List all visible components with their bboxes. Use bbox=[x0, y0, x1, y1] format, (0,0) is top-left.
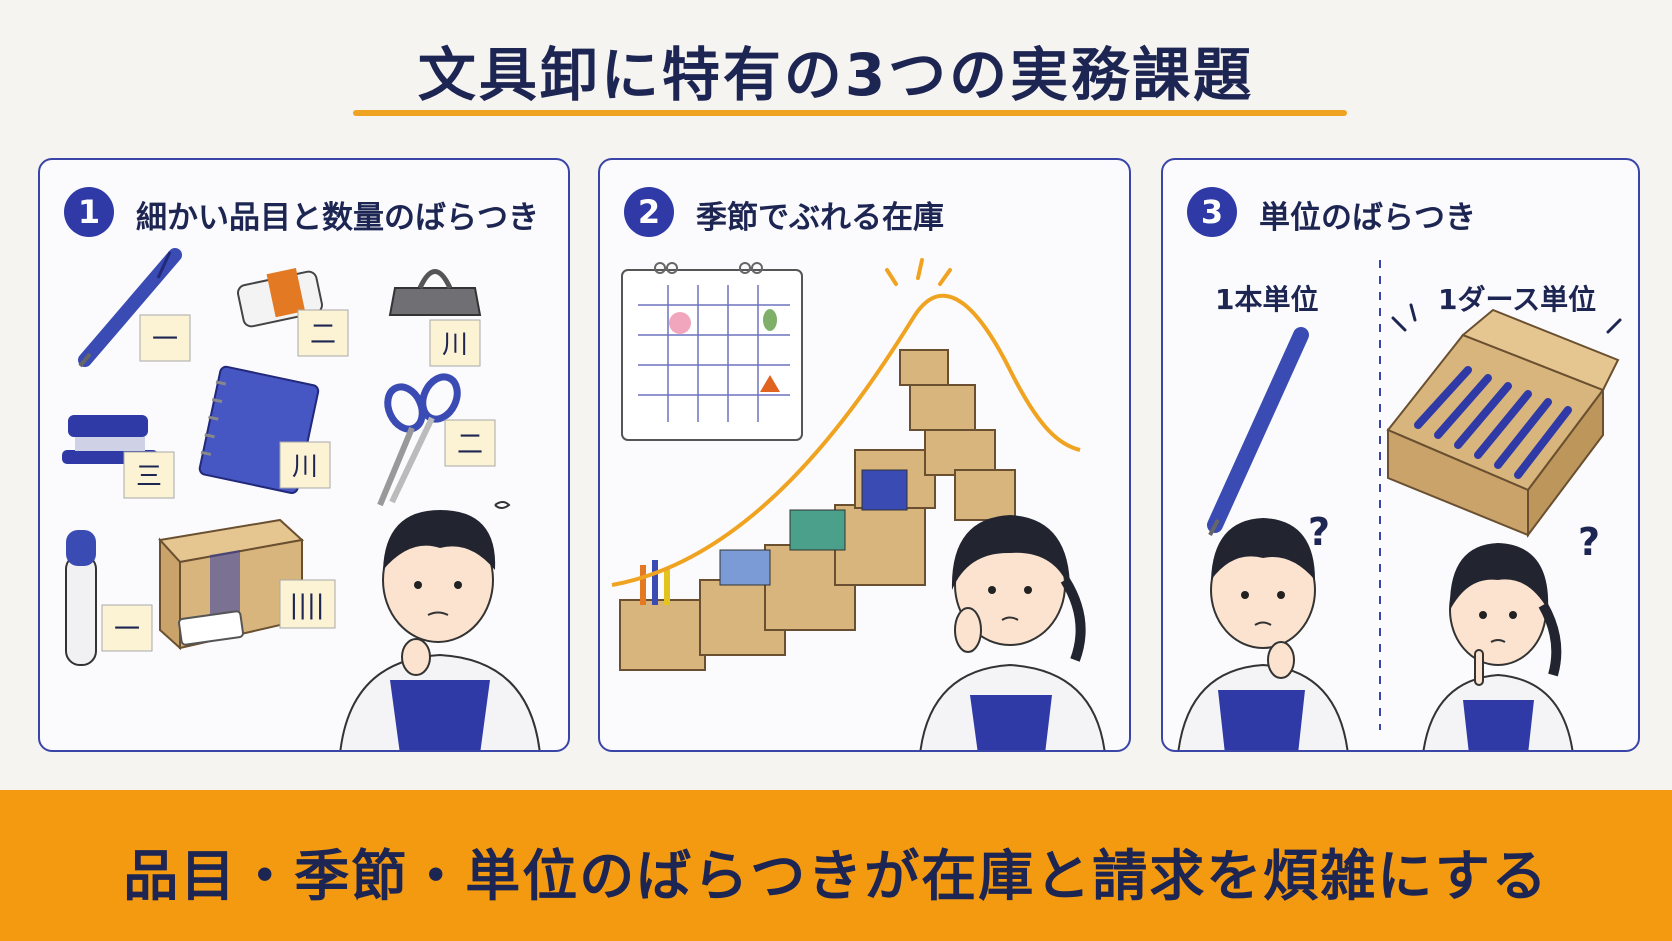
tally-text: 一 bbox=[152, 325, 178, 355]
dozen-unit-label: 1ダース単位 bbox=[1438, 283, 1597, 316]
panel-number-2: 2 bbox=[624, 187, 674, 237]
worried-worker-icon bbox=[339, 501, 541, 750]
tally-text: 川 bbox=[292, 452, 318, 482]
sticky-note bbox=[429, 319, 481, 367]
sticky-note bbox=[123, 451, 175, 499]
panel-unit-variation: 3 単位のばらつき 1本単位 1ダース単位 ? bbox=[1161, 158, 1640, 752]
sticky-note bbox=[297, 309, 349, 357]
question-mark: ? bbox=[1308, 510, 1330, 554]
binder-clip-icon bbox=[388, 269, 482, 316]
unit-illustration: ? ? bbox=[1177, 260, 1622, 750]
title-underline bbox=[353, 110, 1347, 116]
confused-worker-icon bbox=[1177, 518, 1349, 750]
panel-title-3: 単位のばらつき bbox=[1259, 200, 1476, 236]
panel-number-3: 3 bbox=[1187, 187, 1237, 237]
maple-leaf-icon bbox=[760, 375, 780, 392]
confused-woman-icon bbox=[1422, 543, 1574, 750]
pens-in-box bbox=[1414, 366, 1572, 479]
panel-small-items: 1 細かい品目と数量のばらつき bbox=[38, 158, 570, 752]
small-items-illustration: 一 二 川 三 川 二 一 |||| bbox=[62, 248, 541, 750]
seasonal-illustration bbox=[611, 258, 1106, 750]
question-mark: ? bbox=[1578, 520, 1600, 564]
tally-text: 川 bbox=[442, 330, 468, 360]
marker-icon bbox=[65, 530, 97, 666]
sticky-note bbox=[101, 604, 153, 652]
panel-number-1: 1 bbox=[64, 187, 114, 237]
tally-text: 二 bbox=[457, 430, 483, 460]
pen-icon bbox=[78, 248, 182, 368]
calendar-icon bbox=[621, 262, 803, 441]
sakura-icon bbox=[669, 312, 691, 334]
tally-text: |||| bbox=[289, 590, 324, 620]
scissors-icon bbox=[377, 373, 461, 507]
summary-text: 品目・季節・単位のばらつきが在庫と請求を煩雑にする bbox=[123, 844, 1549, 908]
summary-banner: 品目・季節・単位のばらつきが在庫と請求を煩雑にする bbox=[0, 790, 1672, 941]
panel-seasonal-inventory: 2 季節でぶれる在庫 bbox=[598, 158, 1131, 752]
stationery-items bbox=[640, 469, 908, 605]
panel-title-2: 季節でぶれる在庫 bbox=[696, 200, 944, 236]
surprise-marks bbox=[1391, 303, 1622, 334]
dozen-box-icon bbox=[1386, 308, 1620, 538]
sticky-notes: 一 二 川 三 川 二 一 |||| bbox=[101, 309, 496, 652]
sticky-note bbox=[279, 441, 331, 489]
sticky-note bbox=[444, 419, 496, 467]
glue-stick-icon bbox=[178, 610, 244, 646]
tally-text: 二 bbox=[310, 320, 336, 350]
tally-text: 三 bbox=[136, 462, 162, 492]
peak-marks bbox=[885, 258, 952, 286]
single-pen-icon bbox=[1207, 327, 1309, 536]
demand-curve bbox=[611, 293, 1081, 587]
page-title: 文具卸に特有の3つの実務課題 bbox=[417, 41, 1255, 109]
leaf-icon bbox=[763, 309, 777, 331]
sticky-note bbox=[279, 579, 336, 629]
single-unit-label: 1本単位 bbox=[1215, 283, 1319, 316]
stapler-icon bbox=[62, 415, 158, 464]
sticky-note bbox=[139, 314, 191, 362]
panel-title-1: 細かい品目と数量のばらつき bbox=[136, 200, 539, 236]
worried-woman-icon bbox=[919, 515, 1106, 750]
tally-text: 一 bbox=[114, 615, 140, 645]
